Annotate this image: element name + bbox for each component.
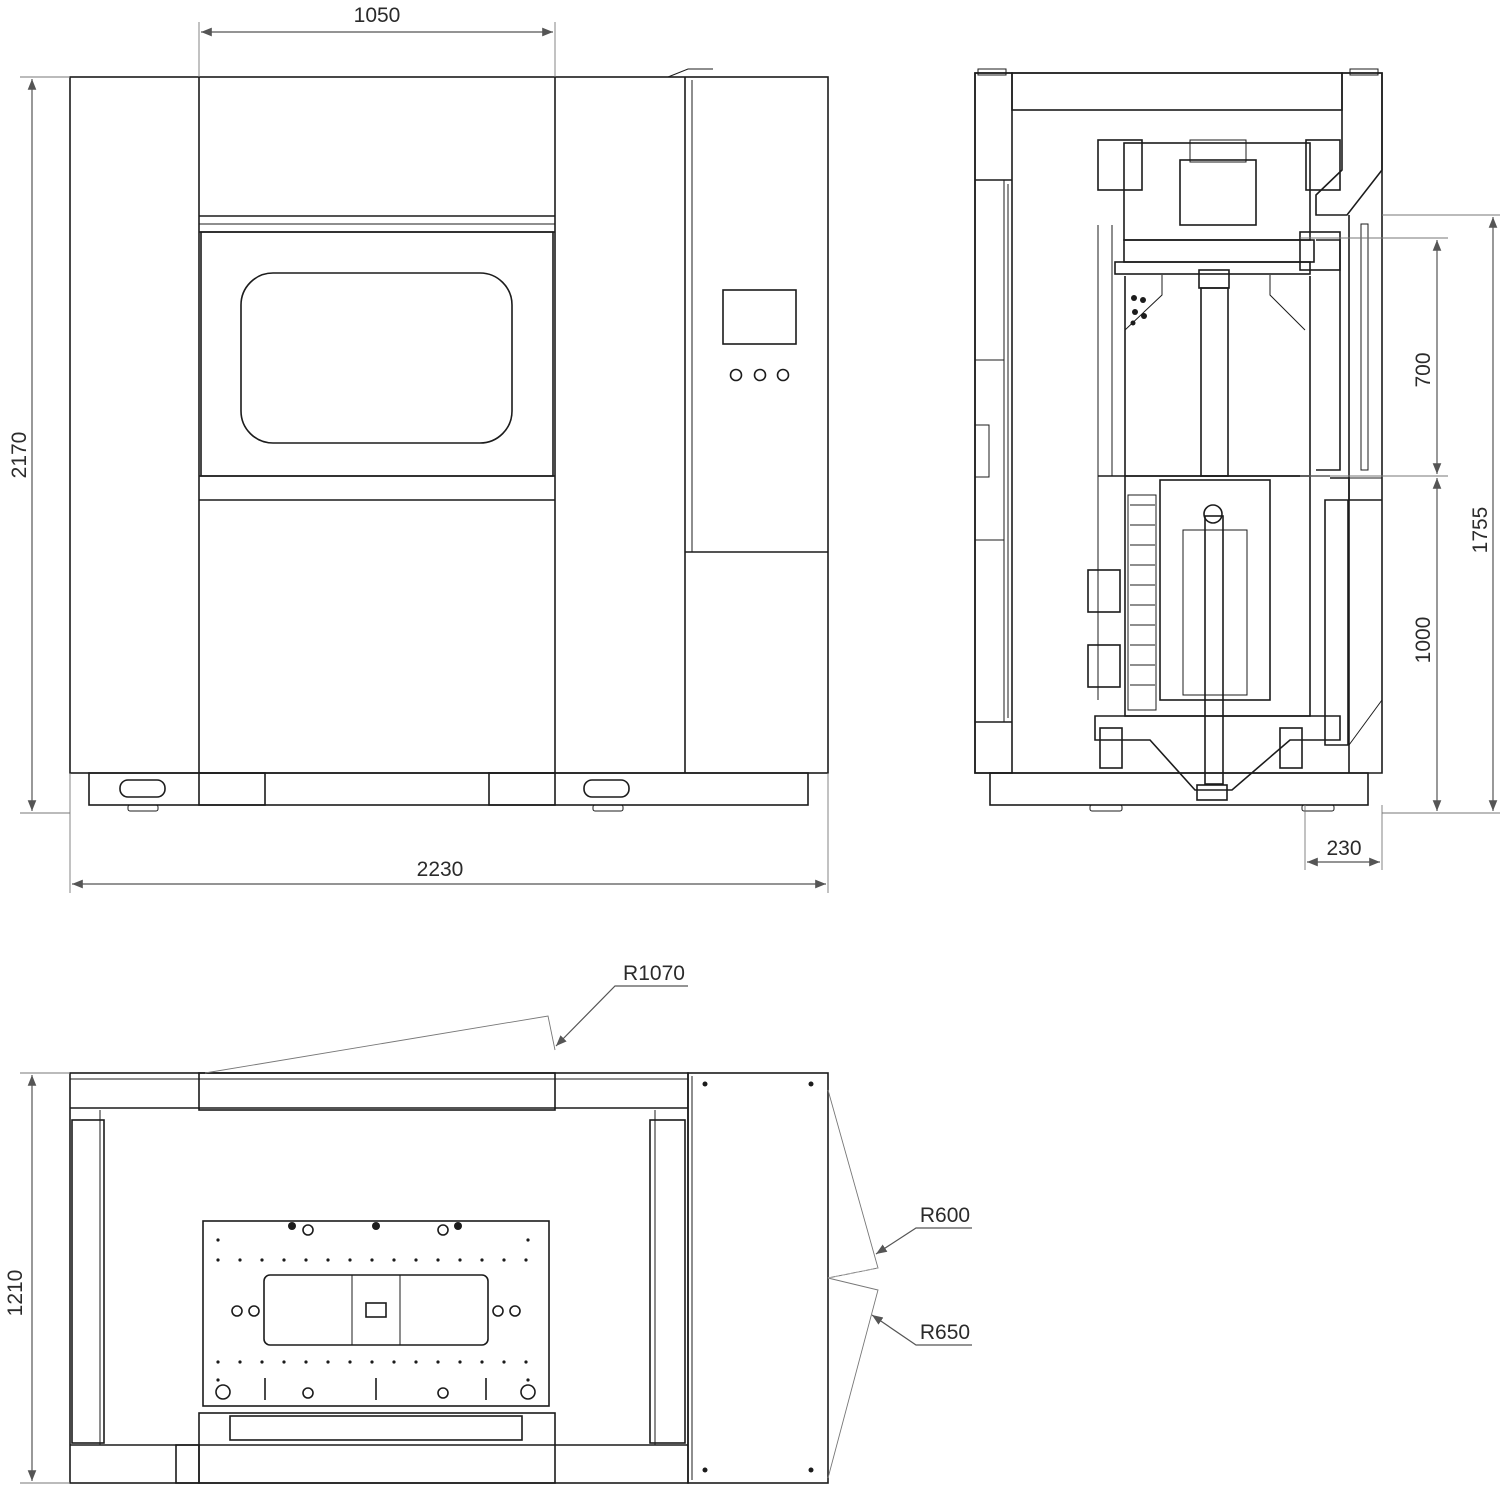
door-window (240, 272, 513, 444)
top-radius-r600-label: R600 (920, 1204, 970, 1227)
side-height-dimension: 1755 (1469, 507, 1492, 554)
top-view: R1070 R600 R650 1210 (4, 962, 972, 1484)
top-depth-dimension: 1210 (4, 1270, 27, 1317)
side-view: 700 1000 1755 230 (974, 68, 1500, 870)
front-width-dimension: 2230 (417, 858, 464, 881)
side-upper-travel-dimension: 700 (1412, 352, 1435, 387)
top-radius-r1070-label: R1070 (623, 962, 685, 985)
top-radius-r650-label: R650 (920, 1321, 970, 1344)
side-lower-travel-dimension: 1000 (1412, 617, 1435, 664)
control-button-3 (776, 368, 790, 382)
front-height-dimension: 2170 (8, 432, 31, 479)
front-view: 2230 1050 2170 (8, 4, 829, 893)
control-button-2 (753, 368, 767, 382)
control-button-1 (729, 368, 743, 382)
side-foot-offset-dimension: 230 (1326, 837, 1361, 860)
control-screen (722, 289, 797, 345)
front-door-width-dimension: 1050 (354, 4, 401, 27)
platen (202, 1220, 550, 1407)
platen-dot-grid (216, 1238, 530, 1382)
